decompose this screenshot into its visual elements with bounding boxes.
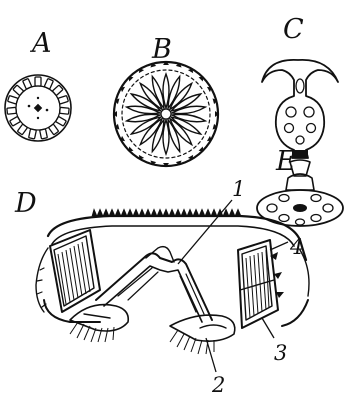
callout-4: 4	[289, 235, 303, 259]
ossicle-d-left-appendage	[70, 305, 128, 342]
panel-label-c: C	[283, 14, 304, 45]
ossicle-a	[5, 75, 71, 141]
ossicle-d-central-arch	[96, 247, 212, 322]
leader-line-1	[178, 200, 232, 264]
ossicle-b	[113, 61, 219, 167]
ossicle-d-right-appendage	[170, 315, 235, 354]
panel-label-a: A	[29, 28, 52, 59]
ossicle-d-left-block	[37, 230, 100, 312]
ossicle-c	[262, 60, 338, 158]
callout-1: 1	[232, 177, 245, 201]
leader-line-4	[270, 242, 288, 250]
ossicle-e	[257, 160, 343, 226]
leader-line-3	[262, 318, 274, 338]
panel-label-d: D	[14, 188, 37, 219]
callout-3: 3	[274, 341, 287, 365]
panel-label-b: B	[151, 34, 172, 65]
ossicle-d-right-block	[238, 240, 284, 328]
callout-2: 2	[211, 373, 225, 395]
